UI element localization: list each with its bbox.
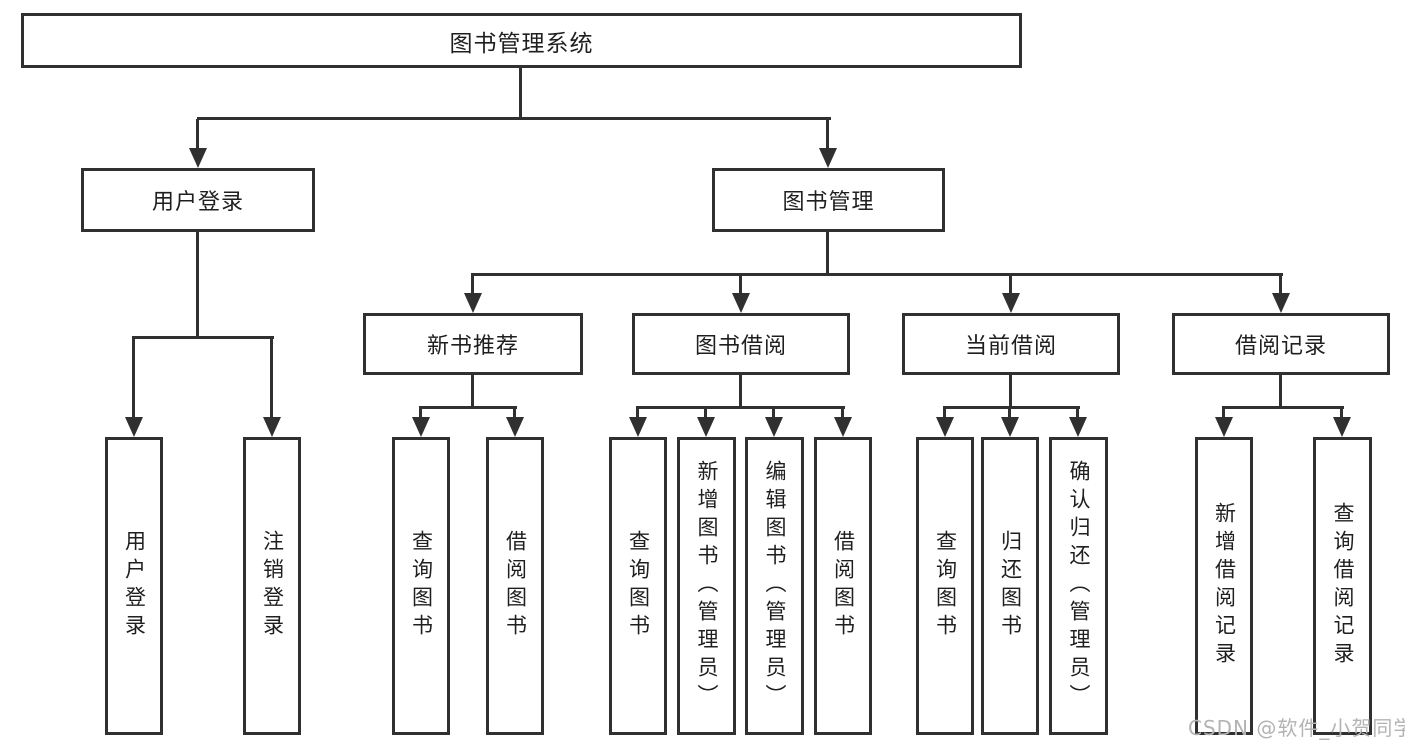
leaf-logout: 注销登录 (243, 437, 301, 735)
arrowhead-icon (189, 148, 207, 168)
leaf-bb-query-books: 查询图书 (609, 437, 667, 735)
arrowhead-icon (412, 417, 430, 437)
node-library-management-system: 图书管理系统 (21, 13, 1022, 68)
node-borrowing-records: 借阅记录 (1172, 313, 1390, 375)
connector-vline (1076, 408, 1079, 418)
node-label: 注销登录 (260, 530, 285, 642)
node-label: 图书管理 (782, 190, 875, 215)
leaf-bb-edit-book-admin: 编辑图书（管理员） (745, 437, 804, 735)
node-label: 借阅图书 (831, 530, 856, 642)
arrowhead-icon (697, 417, 715, 437)
arrowhead-icon (1069, 417, 1087, 437)
leaf-bb-add-book-admin: 新增图书（管理员） (677, 437, 736, 735)
node-label: 查询借阅记录 (1331, 502, 1355, 670)
connector-vline (739, 275, 742, 294)
node-new-book-recommendation: 新书推荐 (363, 313, 583, 375)
connector-vline (943, 408, 946, 418)
leaf-user-login: 用户登录 (105, 437, 163, 735)
connector-vline (132, 338, 135, 417)
connector-vline (471, 375, 474, 406)
node-label: 用户登录 (122, 530, 147, 642)
arrowhead-icon (732, 293, 750, 313)
node-label: 当前借阅 (964, 334, 1057, 359)
connector-vline (513, 408, 516, 418)
connector-vline (1279, 275, 1282, 294)
connector-hline (132, 336, 274, 339)
connector-vline (841, 408, 844, 418)
node-label: 用户登录 (151, 190, 244, 215)
connector-vline (772, 408, 775, 418)
connector-vline (471, 275, 474, 294)
node-label: 借阅图书 (503, 530, 528, 642)
leaf-cb-return-books: 归还图书 (981, 437, 1039, 735)
connector-hline (636, 406, 845, 409)
connector-vline (1222, 408, 1225, 418)
connector-vline (704, 408, 707, 418)
arrowhead-icon (1272, 293, 1290, 313)
node-label: 编辑图书（管理员） (763, 460, 787, 712)
connector-vline (196, 232, 199, 336)
node-label: 新增借阅记录 (1212, 502, 1237, 670)
arrowhead-icon (1333, 417, 1351, 437)
connector-hline (197, 117, 831, 120)
leaf-br-query-record: 查询借阅记录 (1313, 437, 1372, 735)
arrowhead-icon (506, 417, 524, 437)
leaf-nbr-borrow-books: 借阅图书 (486, 437, 544, 735)
arrowhead-icon (819, 148, 837, 168)
connector-hline (471, 273, 1283, 276)
arrowhead-icon (464, 293, 482, 313)
leaf-br-add-record: 新增借阅记录 (1195, 437, 1253, 735)
leaf-cb-query-books: 查询图书 (916, 437, 974, 735)
connector-hline (1222, 406, 1344, 409)
node-book-borrowing: 图书借阅 (632, 313, 850, 375)
node-label: 图书管理系统 (449, 30, 594, 57)
leaf-cb-confirm-return-admin: 确认归还（管理员） (1049, 437, 1108, 735)
connector-vline (1008, 408, 1011, 418)
connector-hline (943, 406, 1080, 409)
arrowhead-icon (765, 417, 783, 437)
connector-vline (196, 119, 199, 150)
leaf-bb-borrow-books: 借阅图书 (814, 437, 872, 735)
node-label: 图书借阅 (694, 334, 787, 359)
connector-vline (1279, 375, 1282, 406)
node-label: 查询图书 (626, 530, 651, 642)
node-label: 归还图书 (998, 530, 1023, 642)
node-label: 查询图书 (409, 530, 434, 642)
arrowhead-icon (1002, 293, 1020, 313)
node-label: 借阅记录 (1234, 334, 1327, 359)
arrowhead-icon (263, 417, 281, 437)
arrowhead-icon (125, 417, 143, 437)
node-label: 新增图书（管理员） (695, 460, 719, 712)
node-label: 新书推荐 (426, 334, 519, 359)
connector-vline (1009, 275, 1012, 294)
node-label: 查询图书 (933, 530, 958, 642)
connector-vline (636, 408, 639, 418)
connector-vline (270, 338, 273, 417)
connector-vline (826, 232, 829, 273)
node-label: 确认归还（管理员） (1067, 460, 1091, 712)
connector-vline (419, 408, 422, 418)
connector-vline (826, 119, 829, 150)
connector-vline (739, 375, 742, 406)
arrowhead-icon (936, 417, 954, 437)
arrowhead-icon (1215, 417, 1233, 437)
arrowhead-icon (1001, 417, 1019, 437)
node-book-management: 图书管理 (712, 168, 945, 232)
watermark-text: CSDN @软件_小贺同学 (1188, 716, 1405, 740)
connector-hline (419, 406, 517, 409)
connector-vline (519, 68, 522, 117)
connector-vline (1009, 375, 1012, 406)
arrowhead-icon (629, 417, 647, 437)
node-user-login: 用户登录 (81, 168, 315, 232)
node-current-borrowing: 当前借阅 (902, 313, 1120, 375)
leaf-nbr-query-books: 查询图书 (392, 437, 450, 735)
connector-vline (1340, 408, 1343, 418)
arrowhead-icon (834, 417, 852, 437)
